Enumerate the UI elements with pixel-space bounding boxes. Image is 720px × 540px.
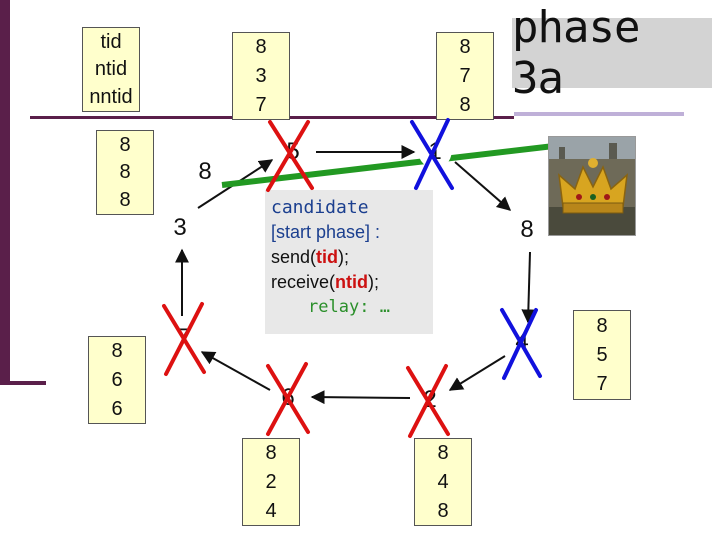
cross-node-2 bbox=[406, 364, 450, 438]
cross-node-7 bbox=[162, 302, 206, 376]
legend-box: tid ntid nntid bbox=[82, 27, 140, 112]
candidate-code-box: candidate [start phase] : send(tid); rec… bbox=[265, 190, 433, 334]
edge-4-to-2 bbox=[448, 355, 506, 391]
node-label-8: 8 bbox=[520, 216, 534, 243]
left-rule-foot bbox=[0, 381, 46, 385]
cross-node-6 bbox=[266, 362, 310, 436]
message-label: 8 bbox=[198, 158, 212, 185]
message-arrow bbox=[221, 139, 589, 188]
edge-8-to-4 bbox=[521, 251, 536, 324]
legend-nntid: nntid bbox=[89, 86, 133, 109]
edge-1-to-8 bbox=[454, 161, 512, 211]
ring-edges bbox=[175, 145, 536, 405]
node-label-3: 3 bbox=[173, 214, 187, 241]
code-line-send: send(tid); bbox=[271, 247, 350, 267]
left-rule bbox=[0, 0, 10, 385]
top-rule-right bbox=[514, 112, 684, 116]
edge-6-to-7 bbox=[200, 351, 271, 391]
code-line-relay: relay: … bbox=[308, 297, 390, 317]
cross-node-5 bbox=[266, 120, 314, 192]
cross-node-4 bbox=[500, 308, 542, 380]
cross-node-1 bbox=[410, 118, 454, 190]
code-line-receive: receive(ntid); bbox=[271, 272, 380, 292]
edge-2-to-6 bbox=[310, 390, 411, 405]
code-line-candidate: candidate bbox=[271, 197, 369, 218]
legend-tid: tid bbox=[100, 30, 122, 53]
legend-ntid: ntid bbox=[94, 58, 128, 81]
crown-photo-icon bbox=[548, 136, 636, 236]
code-line-start-phase: [start phase] : bbox=[271, 222, 381, 242]
leader-box: 8 8 8 bbox=[96, 130, 154, 215]
